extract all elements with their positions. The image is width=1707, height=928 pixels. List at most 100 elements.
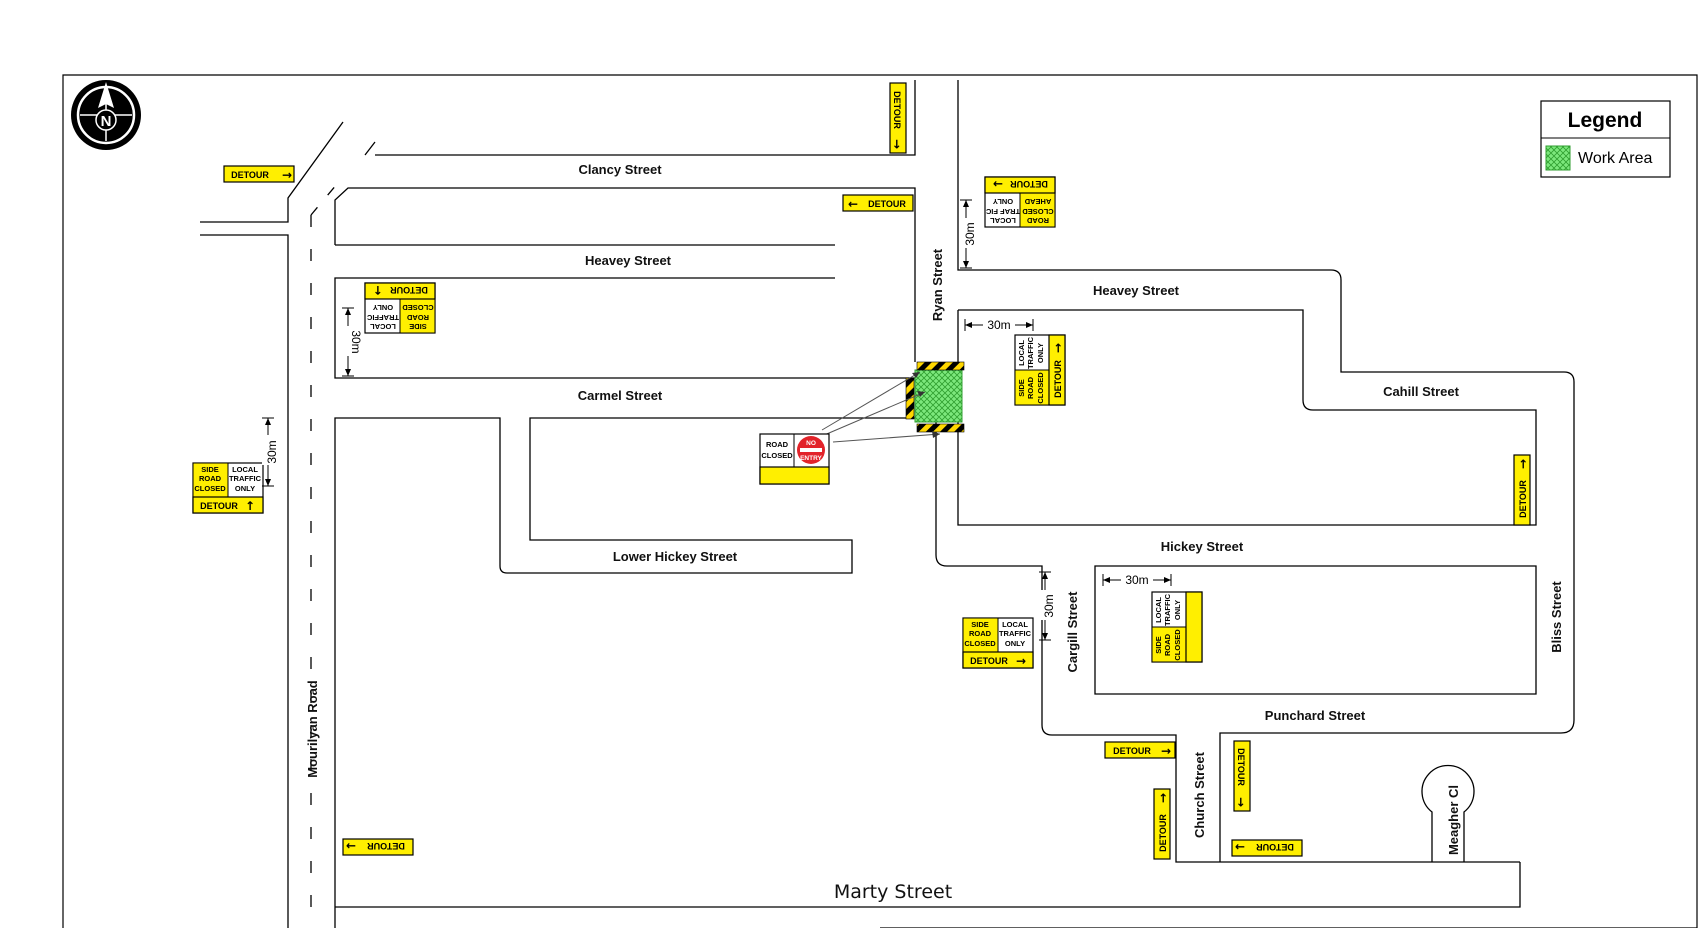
- svg-text:DETOUR: DETOUR: [1236, 748, 1246, 786]
- arrow-right-icon: →: [1051, 343, 1065, 353]
- detour-sign: DETOUR →: [1104, 741, 1176, 759]
- label-punchard-street: Punchard Street: [1265, 708, 1366, 723]
- svg-text:DETOUR: DETOUR: [1010, 179, 1048, 189]
- detour-sign-vertical: DETOUR →: [1153, 788, 1171, 860]
- svg-text:N: N: [101, 113, 112, 130]
- svg-text:LOCAL: LOCAL: [1154, 597, 1163, 623]
- svg-text:DETOUR: DETOUR: [1113, 746, 1151, 756]
- svg-text:DETOUR: DETOUR: [200, 501, 238, 511]
- svg-text:ONLY: ONLY: [373, 303, 393, 312]
- detour-sign: DETOUR →: [1231, 839, 1303, 857]
- svg-text:LOCAL: LOCAL: [990, 216, 1016, 225]
- svg-text:LOCAL: LOCAL: [1002, 620, 1028, 629]
- svg-text:SIDE: SIDE: [409, 322, 427, 331]
- arrow-right-icon: →: [1234, 797, 1248, 807]
- svg-text:CLOSED: CLOSED: [194, 484, 226, 493]
- arrow-left-icon: ←: [848, 197, 858, 211]
- arrow-right-icon: →: [1235, 840, 1245, 854]
- detour-sign-vertical: DETOUR →: [1513, 454, 1531, 526]
- svg-text:DETOUR: DETOUR: [1053, 360, 1063, 398]
- svg-text:DETOUR: DETOUR: [390, 285, 428, 295]
- svg-text:TRAFFIC: TRAFFIC: [999, 629, 1032, 638]
- svg-text:ROAD: ROAD: [766, 440, 789, 449]
- dimension-30m-hickey-block: 30m: [1102, 573, 1172, 587]
- svg-text:TRAFFIC: TRAFFIC: [1163, 593, 1172, 626]
- svg-text:30m: 30m: [1125, 573, 1148, 587]
- label-meagher-cl: Meagher Cl: [1446, 785, 1461, 855]
- side-road-closed-sign: SIDE ROAD CLOSED LOCAL TRAFFIC ONLY DETO…: [192, 462, 264, 514]
- detour-sign-vertical: DETOUR →: [1233, 740, 1251, 812]
- svg-text:CLOSED: CLOSED: [402, 303, 434, 312]
- svg-text:DETOUR: DETOUR: [1518, 480, 1528, 518]
- svg-text:CLOSED: CLOSED: [1173, 629, 1182, 661]
- arrow-up-icon: ↑: [373, 283, 383, 297]
- sign-pointer-lines: [821, 371, 941, 443]
- arrow-up-icon: ↑: [245, 499, 255, 513]
- svg-text:DETOUR: DETOUR: [367, 841, 405, 851]
- svg-text:ROAD: ROAD: [1026, 216, 1049, 225]
- svg-text:LOCAL: LOCAL: [1017, 340, 1026, 366]
- label-clancy-street: Clancy Street: [578, 162, 662, 177]
- side-road-closed-sign: SIDE ROAD CLOSED LOCAL TRAFFIC ONLY DETO…: [1014, 334, 1066, 406]
- arrow-right-icon: →: [346, 839, 356, 853]
- label-carmel-street: Carmel Street: [578, 388, 663, 403]
- map-frame: [62, 74, 1698, 928]
- road-closed-no-entry-sign: ROAD CLOSED NO ENTRY: [759, 433, 830, 485]
- svg-text:CLOSED: CLOSED: [1022, 207, 1054, 216]
- svg-text:DETOUR: DETOUR: [868, 199, 906, 209]
- barrier-south: [916, 423, 965, 433]
- dimension-30m-cargill: 30m: [1039, 571, 1056, 641]
- svg-text:ONLY: ONLY: [993, 197, 1013, 206]
- detour-sign-vertical: DETOUR →: [889, 82, 907, 154]
- arrow-right-icon: →: [1156, 793, 1170, 803]
- svg-text:ROAD: ROAD: [1163, 633, 1172, 656]
- svg-text:30m: 30m: [987, 318, 1010, 332]
- svg-text:30m: 30m: [1042, 594, 1056, 617]
- label-hickey-street: Hickey Street: [1161, 539, 1244, 554]
- svg-text:SIDE: SIDE: [201, 465, 219, 474]
- svg-text:SIDE: SIDE: [1154, 636, 1163, 654]
- dimension-30m-mourilyan: 30m: [262, 417, 279, 487]
- svg-text:DETOUR: DETOUR: [231, 170, 269, 180]
- arrow-right-icon: →: [1016, 654, 1026, 668]
- svg-text:CLOSED: CLOSED: [964, 639, 996, 648]
- detour-sign: ← DETOUR: [842, 194, 914, 212]
- label-bliss-street: Bliss Street: [1549, 581, 1564, 653]
- svg-text:DETOUR: DETOUR: [970, 656, 1008, 666]
- svg-text:CLOSED: CLOSED: [1036, 372, 1045, 404]
- work-area: [821, 361, 965, 443]
- arrow-right-icon: →: [1516, 459, 1530, 469]
- svg-text:ONLY: ONLY: [1173, 600, 1182, 620]
- svg-text:ROAD: ROAD: [1026, 376, 1035, 399]
- detour-sign: DETOUR →: [342, 838, 414, 856]
- label-lower-hickey-street: Lower Hickey Street: [613, 549, 738, 564]
- svg-text:TRAFFIC: TRAFFIC: [229, 474, 262, 483]
- svg-text:DETOUR: DETOUR: [1158, 814, 1168, 852]
- label-ryan-street: Ryan Street: [930, 248, 945, 321]
- svg-text:CLOSED: CLOSED: [761, 451, 793, 460]
- label-church-street: Church Street: [1192, 751, 1207, 838]
- svg-text:LOCAL: LOCAL: [232, 465, 258, 474]
- svg-text:TRAFFIC: TRAFFIC: [366, 313, 399, 322]
- svg-text:AHEAD: AHEAD: [1024, 197, 1051, 206]
- arrow-right-icon: →: [890, 139, 904, 149]
- label-marty-street: Marty Street: [834, 881, 952, 903]
- svg-text:DETOUR: DETOUR: [1256, 842, 1294, 852]
- road-network: [200, 80, 1697, 928]
- arrow-right-icon: →: [282, 168, 292, 182]
- svg-text:ROAD: ROAD: [969, 629, 992, 638]
- label-heavey-street-east: Heavey Street: [1093, 283, 1180, 298]
- svg-text:ONLY: ONLY: [1036, 343, 1045, 363]
- label-cahill-street: Cahill Street: [1383, 384, 1460, 399]
- dimension-30m-heavey-east: 30m: [964, 318, 1034, 332]
- svg-text:ROAD: ROAD: [199, 474, 222, 483]
- svg-text:30m: 30m: [265, 440, 279, 463]
- svg-text:30m: 30m: [963, 222, 977, 245]
- dimension-30m-heavey-west: 30m: [342, 307, 363, 377]
- label-cargill-street: Cargill Street: [1065, 591, 1080, 673]
- legend-work-area-label: Work Area: [1578, 150, 1653, 167]
- arrow-right-icon: →: [1161, 744, 1171, 758]
- svg-text:ONLY: ONLY: [1005, 639, 1025, 648]
- svg-text:SIDE: SIDE: [1017, 379, 1026, 397]
